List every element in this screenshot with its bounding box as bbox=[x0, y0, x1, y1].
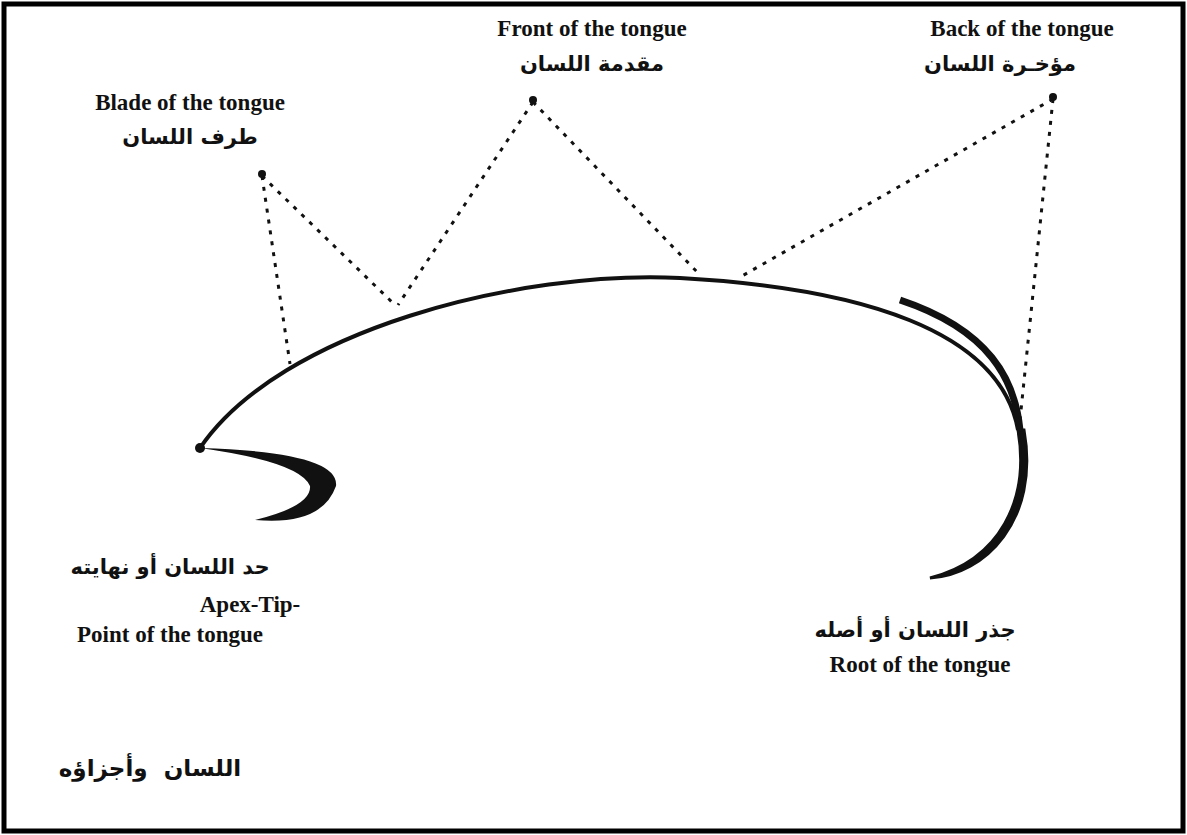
leader-dot bbox=[529, 96, 537, 104]
part-label: مؤخـرة اللسان bbox=[924, 52, 1076, 76]
part-label: طرف اللسان bbox=[122, 125, 257, 149]
leader-line bbox=[533, 102, 700, 275]
leader-line bbox=[1020, 99, 1053, 420]
part-label: مقدمة اللسان bbox=[520, 52, 664, 76]
leader-line bbox=[398, 102, 533, 305]
leader-dot bbox=[258, 170, 266, 178]
apex-dot bbox=[195, 443, 205, 453]
part-label: Apex-Tip- bbox=[200, 592, 301, 618]
leader-line bbox=[262, 176, 395, 305]
leader-line bbox=[742, 99, 1053, 276]
tongue-apex-hook bbox=[200, 448, 336, 521]
tongue-back-thick bbox=[900, 300, 1020, 430]
frame-border bbox=[4, 4, 1183, 831]
part-label: جذر اللسان أو أصله bbox=[814, 618, 1015, 642]
part-label: Back of the tongue bbox=[930, 16, 1113, 42]
tongue-surface bbox=[200, 277, 1018, 448]
leader-line bbox=[262, 176, 290, 364]
leader-dot bbox=[1049, 93, 1057, 101]
part-label: Blade of the tongue bbox=[95, 90, 285, 116]
tongue-root-hook bbox=[930, 430, 1027, 578]
diagram-caption: اللسان وأجزاؤه bbox=[59, 755, 241, 781]
leader-lines bbox=[262, 99, 1053, 420]
part-label: Point of the tongue bbox=[77, 622, 263, 648]
part-label: حد اللسان أو نهايته bbox=[70, 555, 269, 579]
part-label: Front of the tongue bbox=[497, 16, 686, 42]
part-label: Root of the tongue bbox=[830, 652, 1011, 678]
